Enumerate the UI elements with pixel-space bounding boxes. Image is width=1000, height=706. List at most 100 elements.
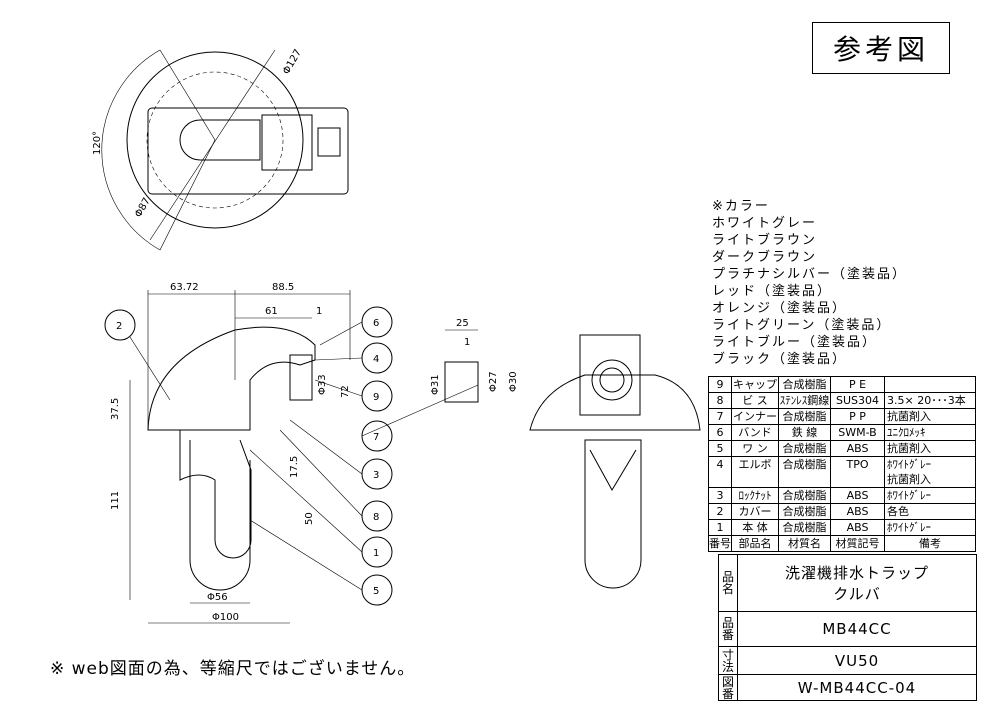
dim-top-dia: Φ127 — [281, 48, 304, 77]
cell-remarks: ﾎﾜｲﾄｸﾞﾚｰ — [884, 519, 976, 536]
cell-remarks: 抗菌剤入 — [884, 440, 976, 457]
balloon-7: 7 — [373, 432, 379, 443]
cell-name: バンド — [731, 424, 779, 441]
part-label: 品番 — [719, 612, 738, 646]
balloon-1: 1 — [373, 548, 379, 559]
header-no: 番号 — [708, 535, 732, 552]
cap-detail: 25 1 Φ31 Φ27 Φ30 — [430, 318, 519, 403]
cell-no: 4 — [708, 456, 732, 488]
cell-remarks — [884, 376, 976, 393]
cell-name: インナー — [731, 408, 779, 425]
cell-material: 合成樹脂 — [778, 456, 831, 488]
cell-no: 7 — [708, 408, 732, 425]
color-item: ホワイトグレー — [712, 216, 818, 231]
dim-h1: 37.5 — [110, 398, 121, 420]
cell-name: エルボ — [731, 456, 779, 488]
balloon-4: 4 — [373, 354, 379, 365]
dim-angle: 120° — [92, 131, 103, 155]
balloon-5: 5 — [373, 586, 379, 597]
cell-code: ABS — [830, 519, 885, 536]
cell-remarks: 3.5× 20･･･3本 — [884, 392, 976, 409]
cell-material: 合成樹脂 — [778, 519, 831, 536]
dim-w1: 63.72 — [170, 282, 199, 293]
color-item: ダークブラウン — [712, 250, 818, 265]
cell-name: ワ ン — [731, 440, 779, 457]
cell-remarks: ﾎﾜｲﾄｸﾞﾚｰ — [887, 458, 931, 471]
section-view: 63.72 88.5 61 1 37.5 111 72 Φ33 17.5 50 … — [110, 282, 351, 624]
dim-w4: 1 — [316, 306, 322, 317]
top-view: Φ127 120° Φ87 — [92, 48, 349, 251]
balloon-3: 3 — [373, 470, 379, 481]
dim-h4: 17.5 — [289, 456, 300, 478]
cell-remarks: ﾎﾜｲﾄｸﾞﾚｰ — [884, 487, 976, 504]
cell-no: 8 — [708, 392, 732, 409]
name-label: 品名 — [719, 555, 738, 611]
dim-h3: 111 — [110, 491, 121, 510]
cell-no: 9 — [708, 376, 732, 393]
cell-material: 合成樹脂 — [778, 487, 831, 504]
cell-material: 合成樹脂 — [778, 408, 831, 425]
cell-name: カバー — [731, 503, 779, 520]
dim-d33: Φ33 — [317, 374, 328, 395]
part-number: MB44CC — [822, 620, 892, 638]
cell-material: 合成樹脂 — [778, 440, 831, 457]
balloons: 2 6 4 9 7 3 8 1 5 — [104, 306, 479, 606]
header-remarks: 備考 — [884, 535, 976, 552]
balloon-9: 9 — [373, 392, 379, 403]
cell-material: 合成樹脂 — [778, 376, 831, 393]
cell-no: 2 — [708, 503, 732, 520]
dim-h2: 72 — [340, 385, 351, 398]
header-material: 材質名 — [778, 535, 831, 552]
cell-code: P P — [830, 408, 885, 425]
cell-name: ﾛｯｸﾅｯﾄ — [731, 487, 779, 504]
cell-code: SWM-B — [830, 424, 885, 441]
color-item: プラチナシルバー（塗装品） — [712, 267, 908, 282]
dim-h5: 50 — [304, 512, 315, 525]
dim-d30: Φ30 — [508, 371, 519, 392]
size-label: 寸法 — [719, 647, 738, 674]
balloon-2: 2 — [116, 321, 122, 332]
scale-note: ※ web図面の為、等縮尺ではございません。 — [50, 659, 416, 679]
header-code: 材質記号 — [830, 535, 885, 552]
color-item: レッド（塗装品） — [712, 284, 833, 299]
cell-code: ABS — [830, 440, 885, 457]
dim-d100: Φ100 — [212, 612, 239, 623]
product-name-sub: クルバ — [833, 585, 881, 603]
color-heading: ※カラー — [712, 199, 770, 214]
cell-no: 1 — [708, 519, 732, 536]
cell-name: 本 体 — [731, 519, 779, 536]
drawing-number: W-MB44CC-04 — [797, 679, 917, 697]
dim-w3: 61 — [265, 306, 278, 317]
color-item: ライトブラウン — [712, 233, 818, 248]
color-item: オレンジ（塗装品） — [712, 301, 848, 316]
color-item: ライトグリーン（塗装品） — [712, 318, 892, 333]
cell-no: 5 — [708, 440, 732, 457]
dim-c25: 25 — [456, 318, 469, 329]
title-block: 品名 洗濯機排水トラップクルバ 品番 MB44CC 寸法 VU50 図番 W-M… — [718, 554, 977, 701]
dim-c1: 1 — [464, 337, 470, 348]
dim-d31: Φ31 — [430, 374, 441, 395]
cell-remarks: ﾕﾆｸﾛﾒｯｷ — [884, 424, 976, 441]
color-item: ライトブルー（塗装品） — [712, 335, 878, 350]
drawing-title: 参考図 — [812, 22, 950, 74]
balloon-6: 6 — [373, 318, 379, 329]
cell-code: P E — [830, 376, 885, 393]
cell-remarks: 抗菌剤入 — [884, 408, 976, 425]
cell-name: キャップ — [731, 376, 779, 393]
front-view — [529, 334, 701, 589]
cell-remarks: ﾎﾜｲﾄｸﾞﾚｰ抗菌剤入 — [884, 456, 976, 488]
dim-d56: Φ56 — [207, 592, 228, 603]
header-name: 部品名 — [731, 535, 779, 552]
cell-remarks: 各色 — [884, 503, 976, 520]
drawing-label: 図番 — [719, 675, 738, 701]
cell-no: 3 — [708, 487, 732, 504]
